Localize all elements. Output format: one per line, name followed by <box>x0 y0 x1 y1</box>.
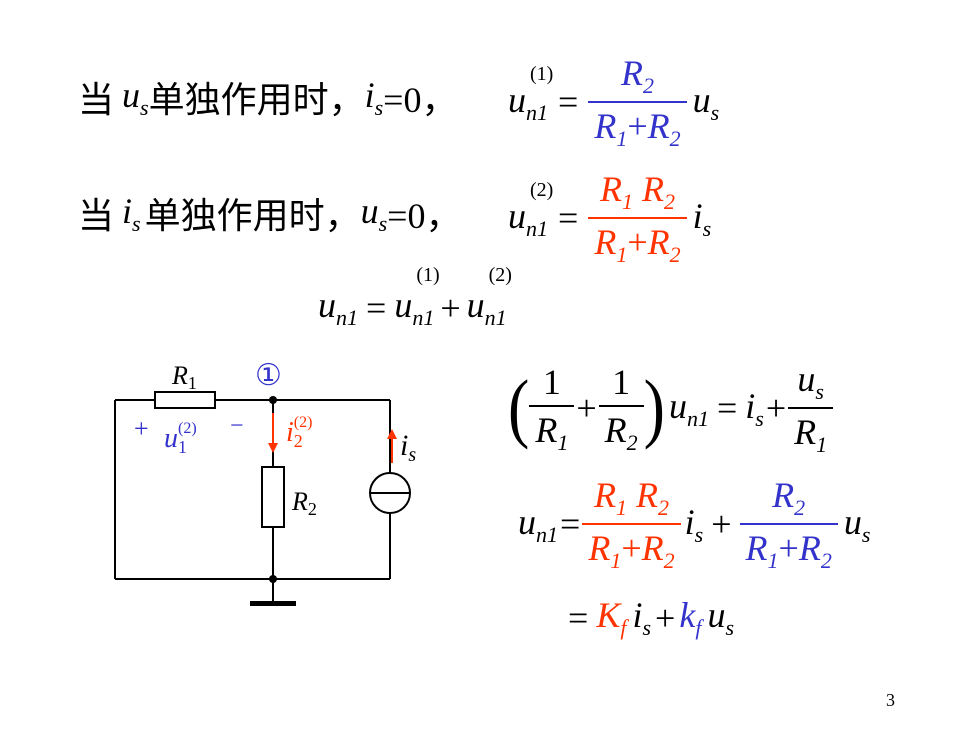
node-eq-plus: + <box>576 388 597 428</box>
paren-right: ) <box>643 364 665 450</box>
node-eq-plus2: + <box>765 388 787 428</box>
node-dot <box>269 396 277 404</box>
r1-label: R1 <box>171 361 197 393</box>
node-eq-eq: = <box>716 388 738 428</box>
i2-arrow-head <box>268 443 278 453</box>
frac-1-r1: 1 R1 <box>529 361 575 456</box>
final-us: us <box>707 595 735 640</box>
line2-var: is <box>122 190 141 236</box>
line3-term1: un1(1) <box>394 264 440 330</box>
line2-fraction: R1 R2 R1+R2 <box>588 168 687 268</box>
node-eq-u: un1 <box>668 385 709 431</box>
r2-label: R2 <box>291 487 317 519</box>
is-label: is <box>400 429 416 466</box>
line-2: 当 is 单独作用时， us =0， <box>78 178 461 248</box>
sol-plus: + <box>711 504 732 544</box>
line2-cond-val: =0， <box>387 196 462 236</box>
plus-sign: + <box>134 414 149 443</box>
frac-us-r1: us R1 <box>788 358 834 458</box>
ground-symbol <box>250 601 296 606</box>
u1-label: u1(2) <box>164 420 197 457</box>
line1-prefix: 当 <box>78 80 115 121</box>
line1-tail: us <box>692 79 720 125</box>
line-1: 当 us 单独作用时， is =0， <box>78 62 457 132</box>
line1-cond-var: is <box>364 74 384 120</box>
node-eq-is: is <box>745 385 764 431</box>
minus-sign: − <box>230 413 244 439</box>
sol-us: us <box>843 501 871 547</box>
final-K: Kf <box>596 595 627 640</box>
line2-prefix: 当 <box>78 196 115 237</box>
line2-text: 单独作用时， <box>144 196 361 237</box>
sol-is: is <box>684 501 704 547</box>
final-k: kf <box>679 595 702 640</box>
resistor-r2 <box>261 466 285 528</box>
final-is: is <box>632 595 652 640</box>
line3-term2: un1(2) <box>466 264 512 330</box>
line1-cond-val: =0， <box>383 80 458 120</box>
solution-equation: un1 = R1 R2 R1+R2 is + R2 R1+R2 us <box>518 474 870 574</box>
line2-formula: un1(2) = R1 R2 R1+R2 is <box>508 168 711 268</box>
line-3: un1 = un1(1) + un1(2) <box>318 264 512 331</box>
node-equation: ( 1 R1 + 1 R2 ) un1 = is + us R1 <box>508 358 834 458</box>
line1-formula: un1(1) = R2 R1+R2 us <box>508 52 719 152</box>
circuit-diagram: R1 R2 ① + − u1(2) i2(2) is <box>114 359 416 606</box>
final-plus: + <box>655 597 676 638</box>
sol-frac-red: R1 R2 R1+R2 <box>582 474 681 574</box>
line3-eq: = <box>366 287 387 328</box>
line3-lhs: un1 <box>318 285 358 330</box>
final-eq: = <box>568 597 589 638</box>
paren-left: ( <box>508 364 530 450</box>
resistor-r1 <box>154 391 216 409</box>
sol-frac-blue: R2 R1+R2 <box>739 474 838 574</box>
line1-fraction: R2 R1+R2 <box>588 52 687 152</box>
line2-cond-var: us <box>360 190 388 236</box>
frac-1-r2: 1 R2 <box>598 361 644 456</box>
sol-lhs: un1 <box>518 501 558 547</box>
line1-eq: = <box>558 82 579 122</box>
line1-var: us <box>122 74 149 120</box>
node-1-label: ① <box>255 359 282 392</box>
line1-text: 单独作用时， <box>148 80 365 121</box>
is-arrow-head <box>387 429 397 439</box>
page-number: 3 <box>886 690 895 710</box>
i2-label: i2(2) <box>286 414 312 451</box>
sol-eq: = <box>560 504 581 544</box>
line2-lhs: un1(2) <box>508 178 554 241</box>
line2-eq: = <box>558 198 579 238</box>
final-equation: = Kf is + kf us <box>568 594 734 641</box>
line1-lhs: un1(1) <box>508 62 554 125</box>
line2-tail: is <box>692 195 712 241</box>
line3-plus: + <box>440 287 461 328</box>
